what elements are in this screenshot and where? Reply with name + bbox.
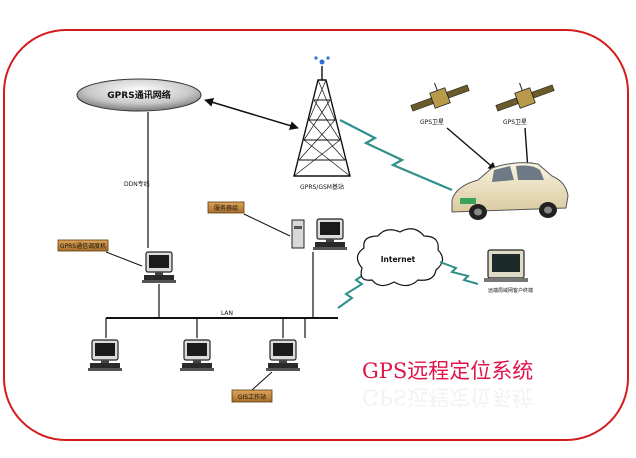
remote-client-label: 远端局域网客户终端 — [488, 287, 533, 294]
gis-workstation-tag-label: GIS工作站 — [238, 393, 266, 401]
gis-workstation-tag: GIS工作站 — [231, 389, 273, 403]
diagram-title: GPS远程定位系统 — [362, 359, 533, 383]
gprs-tag-pointer — [105, 251, 143, 267]
satellite-left-arrow — [446, 127, 497, 171]
vehicle-car — [451, 162, 569, 220]
satellite-right-label: GPS卫星 — [503, 119, 527, 126]
gps-satellite-left — [410, 82, 470, 112]
gprs-dispatcher-pc — [141, 251, 177, 284]
internet-remote-wireless — [439, 261, 479, 285]
server-group-tag: 服务器组 — [207, 201, 245, 214]
outer-frame — [3, 29, 629, 441]
lan-label: LAN — [221, 310, 233, 317]
tower-car-wireless — [339, 119, 453, 192]
ddn-line-label: DDN专线 — [124, 180, 150, 188]
gps-satellite-right — [495, 82, 555, 112]
internet-label: Internet — [381, 255, 416, 264]
gprs-gsm-tower — [293, 56, 351, 177]
tower-label: GPRS/GSM基站 — [300, 183, 344, 191]
gis-tag-pointer — [251, 371, 273, 391]
gprs-tower-arrow — [204, 98, 299, 130]
gis-workstation-2 — [179, 339, 215, 372]
remote-client-pc — [484, 249, 528, 282]
server-workstations — [291, 218, 348, 251]
gprs-dispatcher-tag-label: GPRS通信调度机 — [60, 242, 106, 250]
lan-internet-wireless — [337, 269, 371, 309]
gis-workstation-3 — [265, 339, 301, 372]
server-tag-pointer — [243, 213, 291, 237]
internet-cloud: Internet — [356, 228, 444, 287]
server-group-tag-label: 服务器组 — [214, 204, 238, 212]
satellite-left-label: GPS卫星 — [420, 119, 444, 126]
diagram-title-reflection: GPS远程定位系统 — [362, 385, 533, 409]
gis-workstation-1 — [87, 339, 123, 372]
gprs-dispatcher-tag: GPRS通信调度机 — [57, 239, 109, 252]
gprs-network-label: GPRS通讯网络 — [107, 89, 170, 101]
gprs-network-node: GPRS通讯网络 — [76, 78, 202, 112]
